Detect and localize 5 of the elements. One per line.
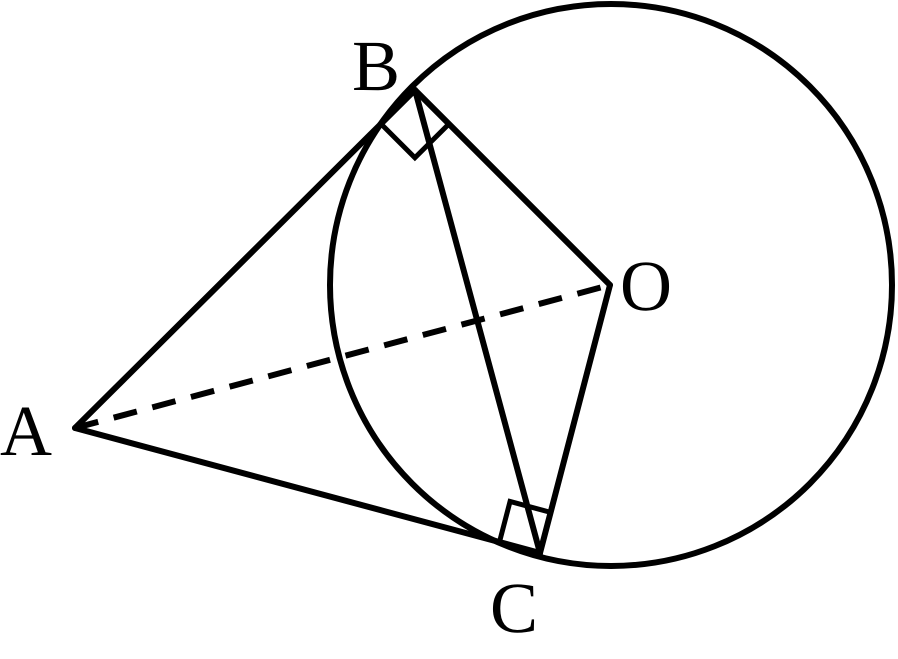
point-label: C <box>490 572 538 644</box>
point-label: O <box>620 250 672 322</box>
line-segment <box>537 282 613 556</box>
point-label: B <box>352 30 400 102</box>
point-label: A <box>0 395 52 467</box>
